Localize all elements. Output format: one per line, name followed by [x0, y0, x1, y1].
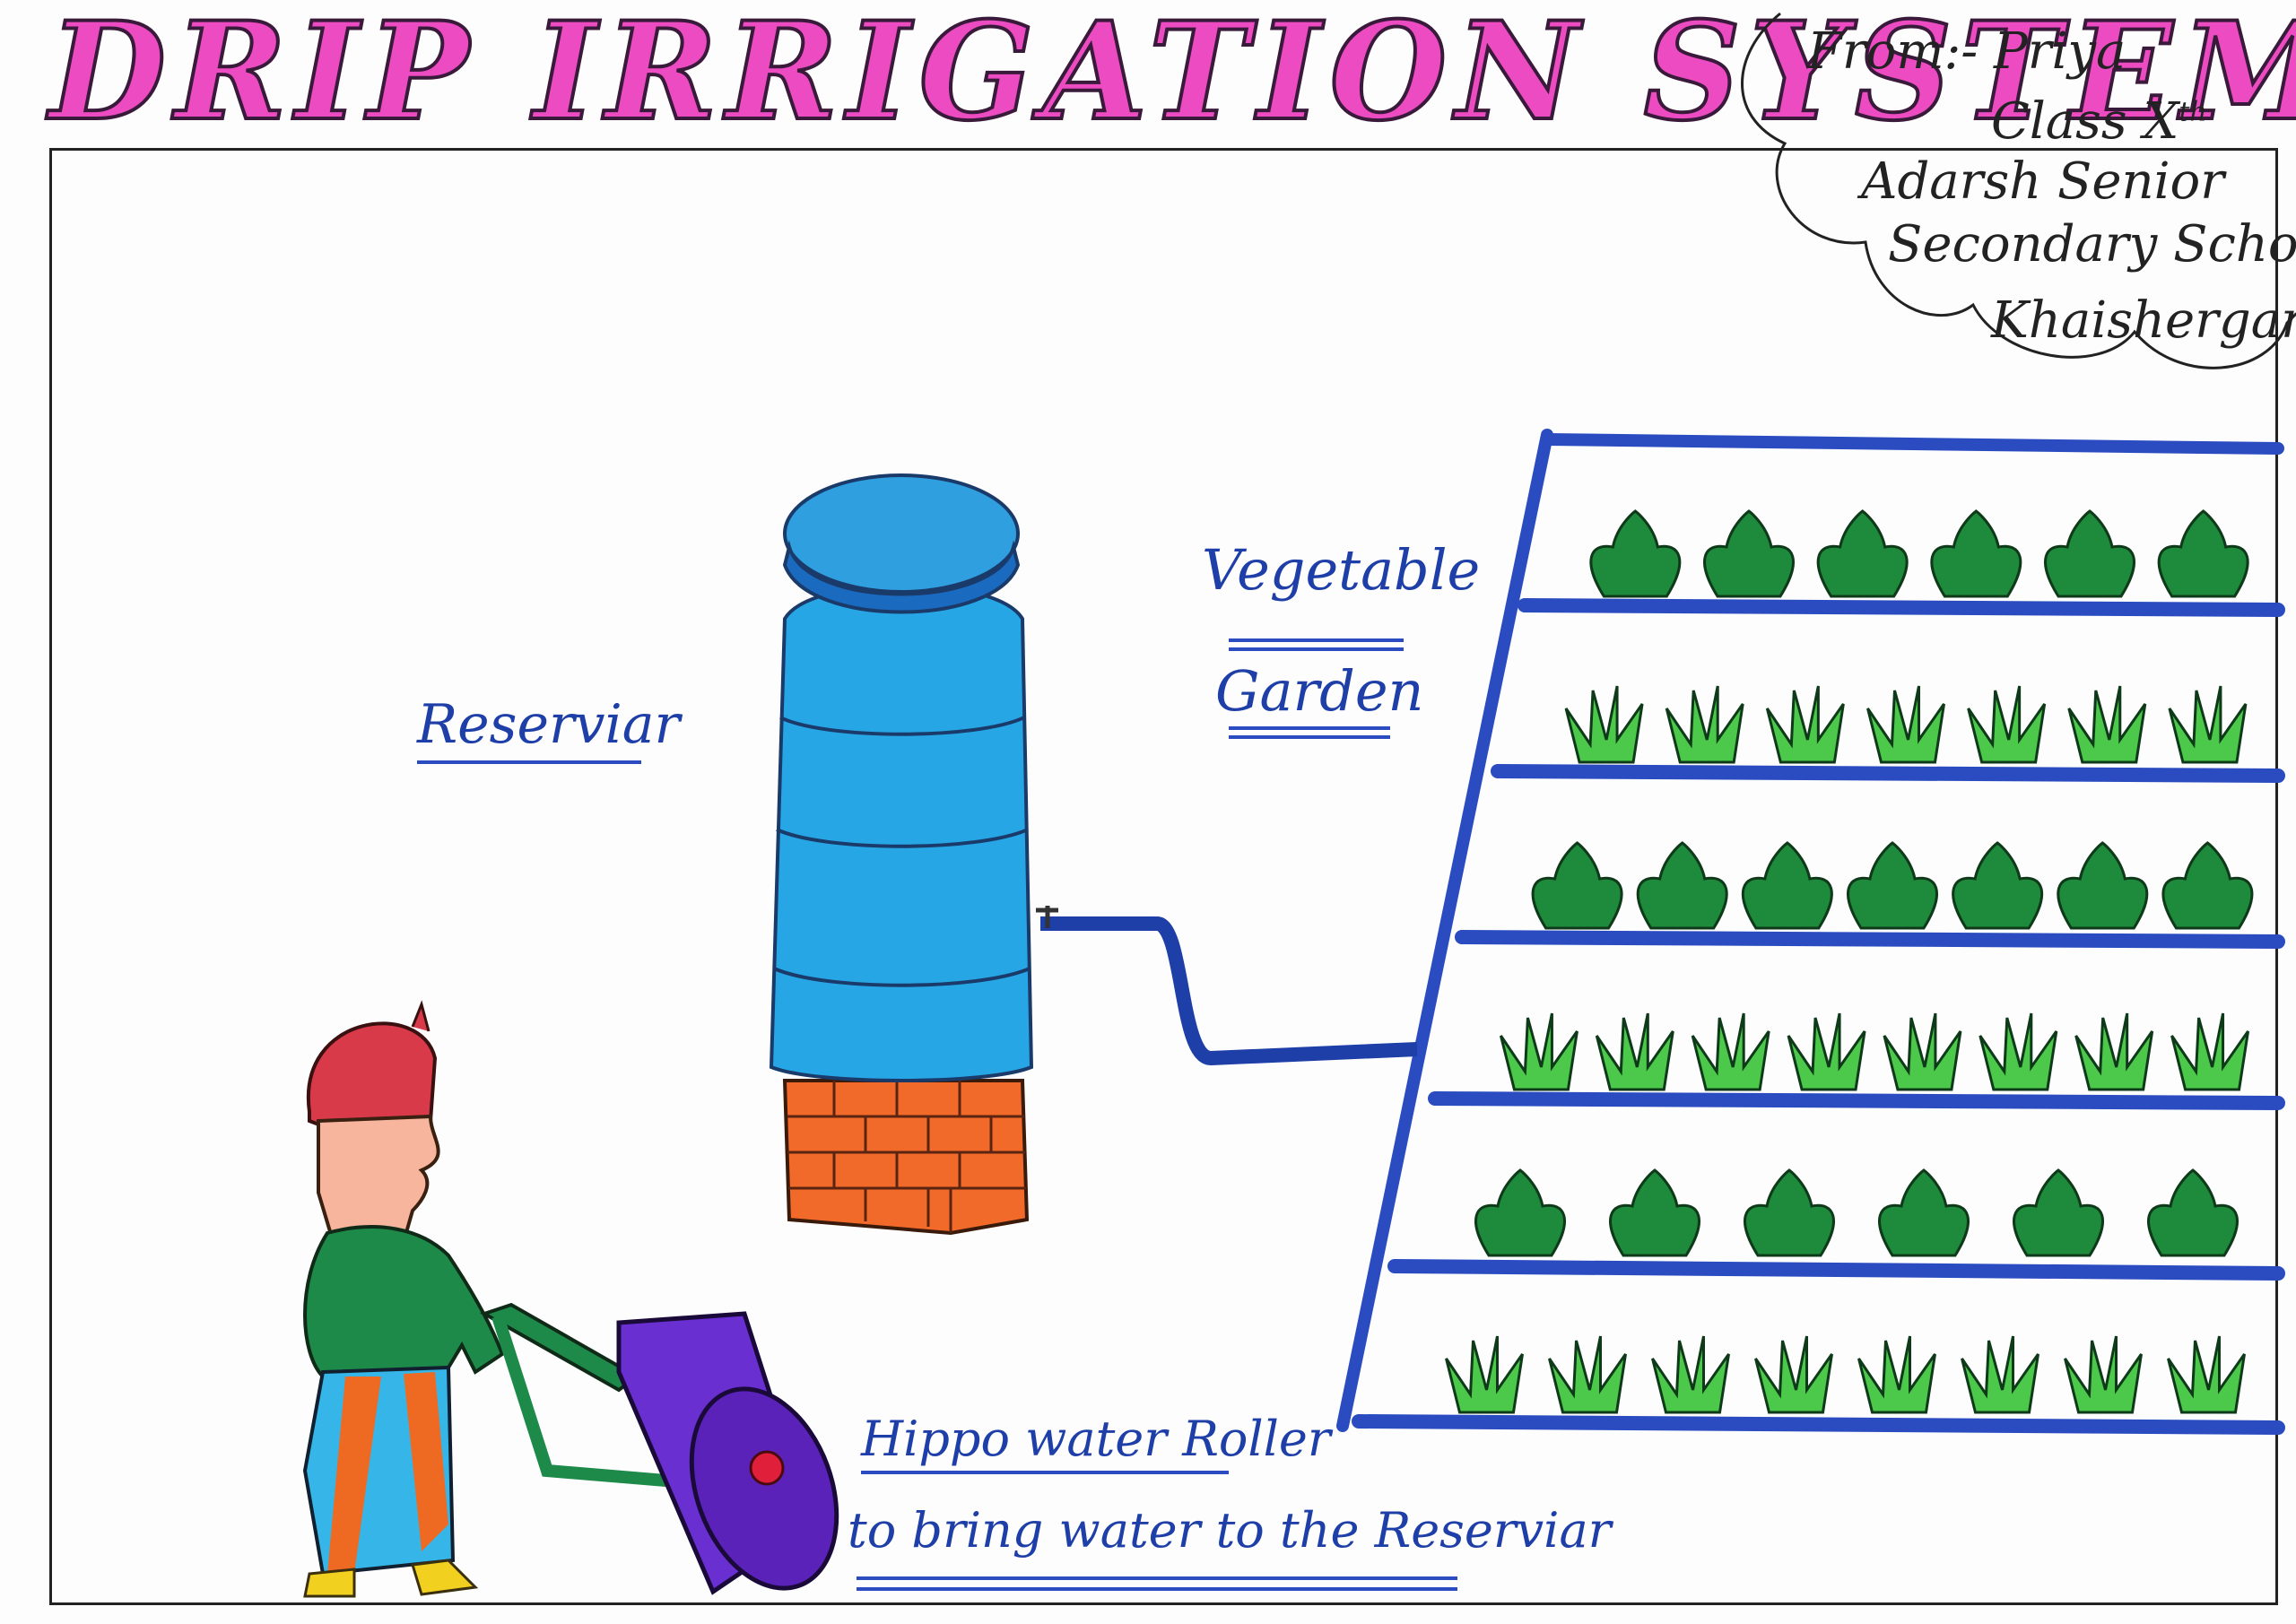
- plant-icon: [2161, 841, 2254, 930]
- drawing-frame: [49, 148, 2278, 1605]
- plant-icon: [1847, 841, 1938, 930]
- credit-class-suffix: th: [2179, 96, 2207, 128]
- plant-icon: [2074, 1012, 2154, 1091]
- brick-stand: [782, 1079, 1030, 1236]
- person-shirt: [303, 1225, 505, 1379]
- plant-icon: [1445, 1335, 1524, 1414]
- vegetable-rack: [1336, 429, 2285, 1435]
- plant-icon: [2168, 685, 2248, 764]
- credit-class-label: Class: [1991, 92, 2127, 151]
- drip-pipe: [1040, 916, 1418, 1065]
- plant-icon: [1595, 1012, 1674, 1091]
- credit-class-number: X: [2143, 92, 2179, 151]
- rack-shelf-5: [1387, 1259, 2285, 1281]
- plant-icon: [1883, 1012, 1962, 1091]
- plant-icon: [1952, 841, 2044, 930]
- label-garden-underline-3: [1229, 726, 1390, 730]
- plant-icon: [2147, 1168, 2239, 1257]
- plant-icon: [1474, 1168, 1566, 1257]
- rack-top-rail: [1541, 433, 2284, 455]
- plant-icon: [1609, 1168, 1700, 1257]
- label-reservoir-underline: [417, 760, 641, 764]
- plant-icon: [1787, 1012, 1866, 1091]
- label-roller-underline-2: [857, 1576, 1457, 1580]
- label-roller-line2: to bring water to the Reserviar: [848, 1502, 1612, 1559]
- plant-icon: [1564, 685, 1644, 764]
- person: [302, 1000, 505, 1598]
- plant-icon: [1531, 841, 1623, 930]
- plant-icon: [1979, 1012, 2058, 1091]
- credit-town: Khaishergarh: [1991, 291, 2296, 350]
- person-face: [317, 1114, 440, 1245]
- tap-icon: [1036, 906, 1058, 928]
- plant-icon: [1857, 1335, 1936, 1414]
- plant-icon: [1651, 1335, 1730, 1414]
- plant-icon: [1866, 685, 1945, 764]
- plant-icon: [1765, 685, 1845, 764]
- plant-icon: [2170, 1012, 2250, 1091]
- credit-school-line2: Secondary School: [1888, 215, 2296, 274]
- plant-icon: [1499, 1012, 1578, 1091]
- label-roller-underline-1: [861, 1471, 1229, 1474]
- label-reservoir: Reserviar: [417, 693, 681, 756]
- plant-icon: [2157, 509, 2249, 598]
- plant-icon: [1754, 1335, 1833, 1414]
- rack-shelf-3: [1455, 930, 2285, 949]
- plant-icon: [1665, 685, 1744, 764]
- rack-shelf-4: [1428, 1091, 2285, 1110]
- plant-icon: [1878, 1168, 1970, 1257]
- rack-left-post: [1336, 429, 1553, 1432]
- label-garden-underline-2: [1229, 647, 1404, 651]
- page-title: DRIP IRRIGATION SYSTEM: [48, 0, 2296, 151]
- rack-shelf-2: [1491, 764, 2285, 783]
- plants-group: [1445, 509, 2254, 1414]
- credit-cloud-outline: [1741, 12, 2296, 369]
- rack-shelf-1: [1518, 598, 2285, 617]
- plant-icon: [1691, 1012, 1770, 1091]
- plant-icon: [1589, 509, 1682, 598]
- rack-shelf-6: [1352, 1414, 2285, 1435]
- plant-icon: [1930, 509, 2022, 598]
- hippo-water-roller: [480, 1302, 839, 1595]
- plant-icon: [2057, 841, 2149, 930]
- plant-icon: [1967, 685, 2047, 764]
- plant-icon: [1548, 1335, 1627, 1414]
- credit-school-line1: Adarsh Senior: [1861, 152, 2225, 211]
- roller-cap: [749, 1450, 785, 1486]
- label-roller-line1: Hippo water Roller: [861, 1411, 1331, 1467]
- plant-icon: [1816, 509, 1909, 598]
- label-garden-line1: Vegetable: [1202, 537, 1481, 603]
- label-roller-underline-3: [857, 1587, 1457, 1591]
- person-feet: [303, 1559, 479, 1598]
- plant-icon: [2013, 1168, 2104, 1257]
- plant-icon: [1703, 509, 1795, 598]
- plant-icon: [1636, 841, 1728, 930]
- plant-icon: [2167, 1335, 2246, 1414]
- plant-icon: [2067, 685, 2147, 764]
- plant-icon: [2064, 1335, 2143, 1414]
- credit-from: From:- Priya: [1807, 22, 2126, 81]
- plant-icon: [1741, 841, 1833, 930]
- label-garden-underline-4: [1229, 735, 1390, 739]
- plant-icon: [1961, 1335, 2039, 1414]
- person-hat: [306, 1021, 438, 1133]
- credit-class: Class Xth: [1991, 97, 2207, 147]
- water-tank: [769, 473, 1034, 1082]
- plant-icon: [2044, 509, 2135, 598]
- label-garden-underline-1: [1229, 638, 1404, 642]
- plant-icon: [1744, 1168, 1835, 1257]
- label-garden-line2: Garden: [1215, 658, 1424, 724]
